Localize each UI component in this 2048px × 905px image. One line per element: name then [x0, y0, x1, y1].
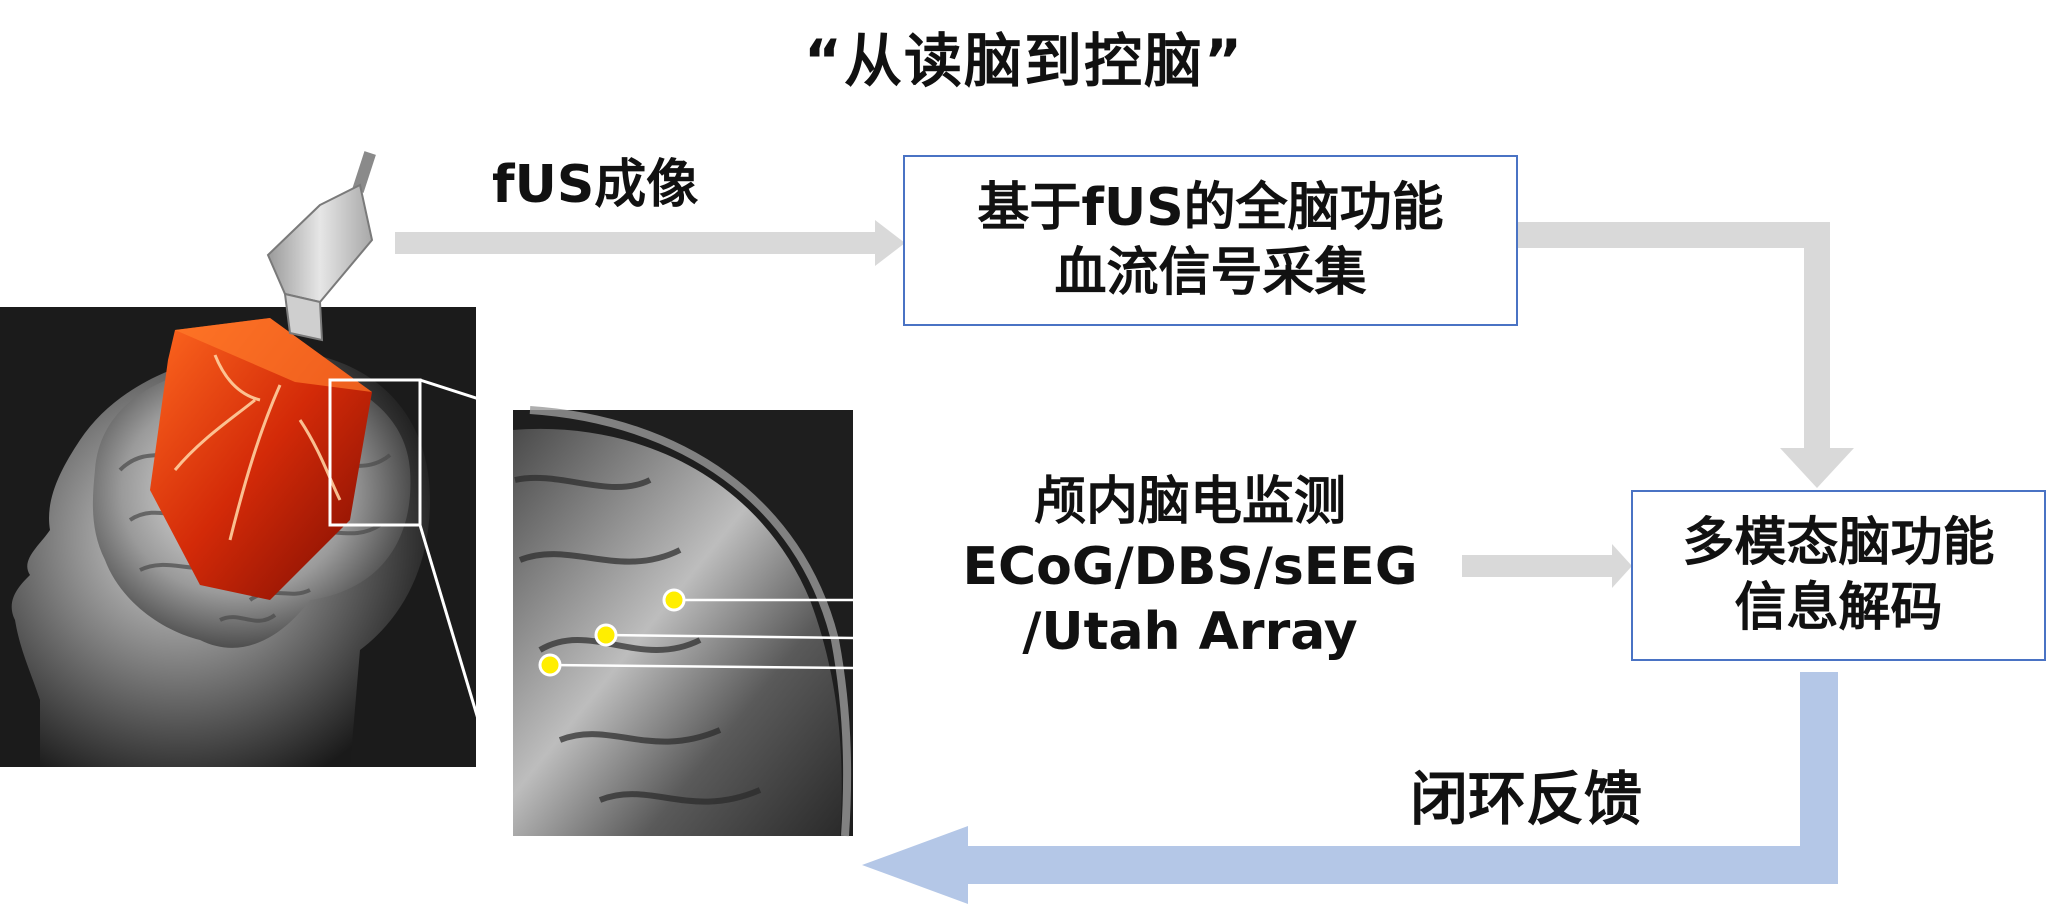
diagram-title: “从读脑到控脑”	[803, 27, 1245, 95]
ieeg-line3: /Utah Array	[1022, 602, 1358, 662]
head-brain-image	[0, 307, 515, 837]
electrode-dot	[594, 623, 618, 647]
fus-imaging-label: fUS成像	[492, 155, 699, 215]
electrode-dot	[662, 588, 686, 612]
ieeg-line2: ECoG/DBS/sEEG	[962, 537, 1418, 597]
ieeg-line1: 颅内脑电监测	[1033, 472, 1346, 532]
acquire-box-line2: 血流信号采集	[1054, 242, 1367, 303]
fus-overlay	[150, 318, 372, 600]
ieeg-label: 颅内脑电监测 ECoG/DBS/sEEG /Utah Array	[950, 470, 1430, 665]
ultrasound-probe-icon	[266, 151, 376, 342]
arrow-probe-to-acquire	[395, 220, 905, 266]
arrow-closed-loop-feedback	[862, 672, 1838, 904]
electrode-dot	[538, 653, 562, 677]
electrode-contacts	[538, 588, 686, 677]
electrode-leads	[549, 598, 854, 670]
brain-closeup-electrode-image	[513, 406, 854, 837]
decode-box-line2: 信息解码	[1734, 577, 1943, 638]
feedback-label: 闭环反馈	[1410, 765, 1643, 833]
arrow-acquire-to-decode	[1518, 222, 1854, 488]
acquire-box: 基于fUS的全脑功能 血流信号采集	[903, 155, 1518, 326]
decode-box-line1: 多模态脑功能	[1682, 512, 1995, 573]
acquire-box-line1: 基于fUS的全脑功能	[977, 177, 1444, 238]
arrow-ieeg-to-decode	[1462, 544, 1632, 588]
decode-box: 多模态脑功能 信息解码	[1631, 490, 2046, 661]
